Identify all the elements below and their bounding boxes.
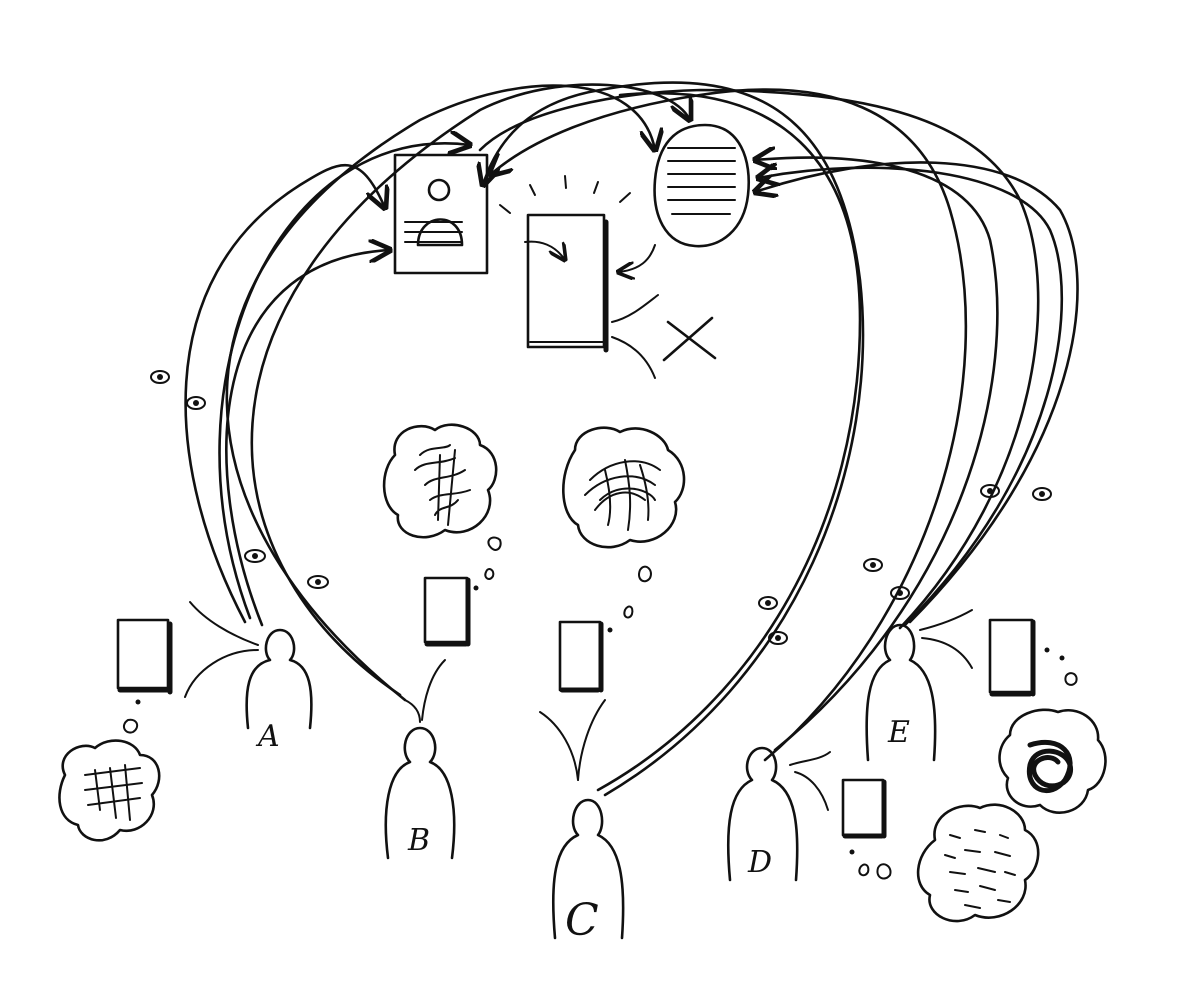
thought-cloud-icon xyxy=(918,805,1038,921)
person-label-a: A xyxy=(255,719,280,754)
book-icon xyxy=(118,620,170,692)
book-icon xyxy=(525,215,658,378)
eye-icon xyxy=(151,371,169,383)
eye-icon xyxy=(187,397,205,409)
person-label-e: E xyxy=(887,715,910,750)
person-label-c: C xyxy=(565,895,599,946)
book-icon xyxy=(425,578,468,644)
thought-cloud-icon xyxy=(59,741,159,841)
thought-cloud-icon xyxy=(384,425,496,537)
thought-cloud-icon xyxy=(563,428,684,548)
book-icon xyxy=(843,780,884,836)
x-mark-icon xyxy=(664,318,715,360)
eye-icon xyxy=(981,485,999,497)
person-label-b: B xyxy=(407,823,430,858)
person-e: E xyxy=(867,610,1106,921)
eye-markers xyxy=(151,371,1051,644)
person-a: A xyxy=(59,602,311,840)
book-icon xyxy=(560,622,601,690)
eye-icon xyxy=(245,550,265,562)
radiating-dashes xyxy=(500,176,630,213)
eye-icon xyxy=(759,597,777,609)
text-document-bubble-icon xyxy=(655,125,749,246)
book-icon xyxy=(990,620,1033,694)
eye-icon xyxy=(1033,488,1051,500)
profile-card-icon xyxy=(395,155,487,273)
person-b: B xyxy=(384,425,501,858)
person-d: D xyxy=(728,748,890,880)
connection-arcs xyxy=(186,83,1078,795)
thought-cloud-icon xyxy=(1000,710,1106,813)
person-c: C xyxy=(540,428,684,946)
eye-icon xyxy=(308,576,328,588)
person-label-d: D xyxy=(747,845,772,880)
eye-icon xyxy=(864,559,882,571)
